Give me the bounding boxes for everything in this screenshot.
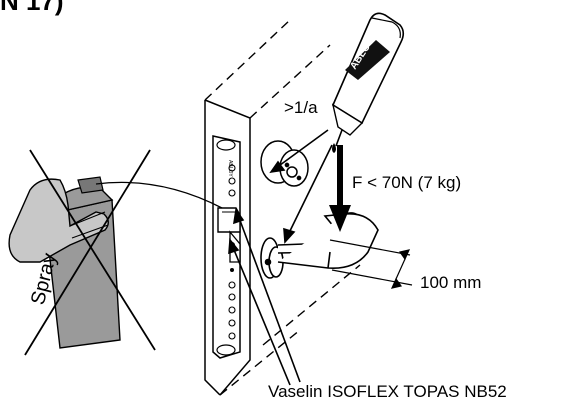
- spray-can-icon: [8, 176, 223, 349]
- distance-dimension: [329, 239, 413, 289]
- lock-faceplate-icon: ABLOY: [212, 135, 241, 359]
- lube-interval-label: >1/a: [284, 98, 318, 117]
- oil-bottle-icon: ABLOY: [331, 12, 405, 153]
- prohibited-cross-icon: [24, 149, 156, 356]
- force-arrow-icon: [329, 145, 351, 232]
- lubricant-label: Vaselin ISOFLEX TOPAS NB52: [268, 382, 507, 401]
- force-label: F < 70N (7 kg): [352, 173, 462, 192]
- distance-label: 100 mm: [420, 273, 482, 292]
- lever-handle-icon: [260, 212, 379, 279]
- heading: N 17): [0, 0, 64, 16]
- door-icon: [204, 19, 361, 396]
- faceplate-brand: ABLOY: [227, 160, 233, 177]
- cylinder-rosette-icon: [260, 140, 309, 187]
- lube-arrows: [269, 129, 333, 244]
- door-edge: [204, 99, 251, 396]
- grease-leaders: [228, 207, 301, 386]
